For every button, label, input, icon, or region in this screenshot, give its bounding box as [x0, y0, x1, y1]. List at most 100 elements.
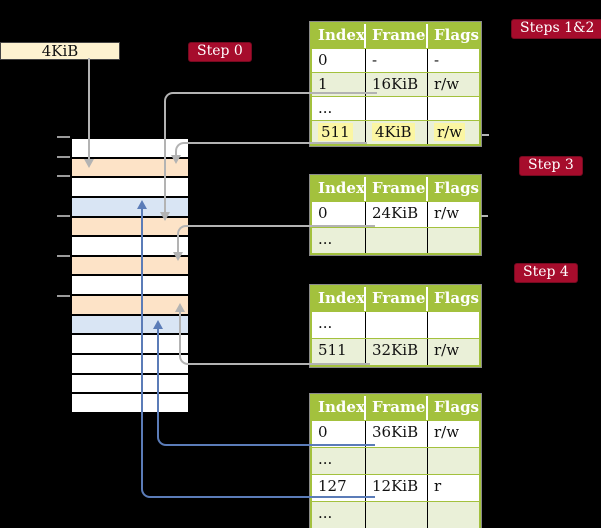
cell-flags: r/w: [428, 121, 479, 144]
arrowhead-up-icon: [153, 320, 163, 329]
memory-row: [72, 296, 188, 316]
cell-flags: [428, 312, 479, 338]
header-cell-index: Index: [312, 177, 366, 201]
memory-row: [72, 178, 188, 198]
cell-index: 1: [312, 73, 366, 96]
cell-flags: [428, 228, 479, 253]
cell-flags: [428, 448, 479, 474]
table-row: 511 32KiB r/w: [312, 339, 479, 365]
highlight: 4KiB: [372, 123, 415, 141]
header-cell-flags: Flags: [434, 179, 479, 197]
header-cell-flags: Flags: [434, 289, 479, 307]
memory-row: [72, 256, 188, 277]
memory-row: [72, 276, 188, 297]
page-table-3: Index Frame Flags ... 511 32KiB r/w: [309, 284, 482, 368]
cell-frame: [366, 448, 428, 474]
header-cell-frame: Frame: [366, 287, 428, 311]
table-row: ...: [312, 312, 479, 339]
cell-index: ...: [312, 448, 366, 474]
table-row: 0 36KiB r/w: [312, 421, 479, 448]
memory-row: [72, 197, 188, 218]
table-header-row: Index Frame Flags: [312, 24, 479, 49]
cell-flags: r/w: [434, 204, 460, 222]
cell-flags: r/w: [434, 423, 460, 441]
table-row: ...: [312, 228, 479, 253]
header-cell-flags: Flags: [434, 26, 479, 44]
highlight: r/w: [434, 123, 466, 141]
arrow-t4-12kib-to-memory: [141, 209, 375, 498]
memory-row: [72, 237, 188, 257]
page-size-box: 4KiB: [0, 42, 120, 60]
memory-row: [72, 139, 188, 159]
memory-tick: [57, 295, 70, 297]
cell-frame: 32KiB: [366, 339, 428, 365]
memory-tick: [57, 255, 70, 257]
table-row: 127 12KiB r: [312, 475, 479, 502]
cell-frame: 36KiB: [366, 421, 428, 447]
arrow-t1-4kib-to-memory: [175, 142, 367, 158]
cell-frame: 24KiB: [366, 202, 428, 227]
cell-frame: 12KiB: [366, 475, 428, 501]
header-cell-frame: Frame: [366, 396, 428, 420]
memory-tick: [57, 175, 70, 177]
cell-frame: [366, 97, 428, 120]
leader-dash: [481, 215, 488, 217]
header-cell-index: Index: [312, 396, 366, 420]
page-table-4: Index Frame Flags 0 36KiB r/w ... 127 12…: [309, 393, 482, 528]
highlight: 511: [318, 123, 353, 141]
header-cell-index: Index: [312, 24, 366, 48]
arrowhead-down-icon: [84, 159, 94, 168]
cell-flags: [428, 502, 479, 528]
memory-row: [72, 158, 188, 179]
memory-tick: [57, 156, 70, 158]
cell-flags: -: [434, 51, 440, 69]
cell-frame: 16KiB: [366, 73, 428, 96]
memory-row: [72, 394, 188, 412]
page-table-2: Index Frame Flags 0 24KiB r/w ...: [309, 174, 482, 256]
cell-index: 127: [312, 475, 366, 501]
cell-frame: [366, 228, 428, 253]
table-row: 0 24KiB r/w: [312, 202, 479, 228]
table-header-row: Index Frame Flags: [312, 177, 479, 202]
arrowhead-down-icon: [160, 212, 170, 221]
arrowhead-down-icon: [171, 155, 181, 164]
table-header-row: Index Frame Flags: [312, 396, 479, 421]
table-header-row: Index Frame Flags: [312, 287, 479, 312]
cell-index: ...: [312, 312, 366, 338]
cell-flags: r/w: [434, 341, 460, 359]
memory-row: [72, 335, 188, 356]
leader-dash: [482, 134, 489, 136]
memory-tick: [57, 215, 70, 217]
table-row: ...: [312, 448, 479, 475]
cell-frame: -: [366, 49, 428, 72]
steps12-badge: Steps 1&2: [511, 19, 601, 39]
arrow-t3-32kib-to-memory: [179, 312, 370, 365]
cell-index: ...: [312, 97, 366, 120]
cell-index: 511: [312, 121, 366, 144]
page-table-1: Index Frame Flags 0 - - 1 16KiB r/w ... …: [309, 21, 482, 147]
cell-index: 0: [312, 421, 366, 447]
table-row: ...: [312, 502, 479, 528]
cell-frame: 4KiB: [366, 121, 428, 144]
step0-badge: Step 0: [188, 42, 252, 62]
cell-flags: [428, 97, 479, 120]
table-row-highlighted: 511 4KiB r/w: [312, 121, 479, 144]
arrow-t2-24kib-to-memory: [177, 225, 375, 255]
memory-row: [72, 374, 188, 395]
step4-badge: Step 4: [514, 263, 578, 283]
header-cell-index: Index: [312, 287, 366, 311]
step3-badge: Step 3: [519, 156, 583, 176]
memory-row: [72, 355, 188, 375]
arrowhead-up-icon: [175, 303, 185, 312]
memory-row: [72, 217, 188, 238]
cell-flags: r/w: [434, 75, 460, 93]
cell-flags: r: [434, 477, 442, 495]
cell-index: ...: [312, 228, 366, 253]
cell-frame: [366, 312, 428, 338]
table-row: ...: [312, 97, 479, 121]
cell-index: ...: [312, 502, 366, 528]
cell-index: 0: [312, 49, 366, 72]
header-cell-frame: Frame: [366, 177, 428, 201]
arrow-t1-16kib-to-memory: [164, 92, 377, 215]
